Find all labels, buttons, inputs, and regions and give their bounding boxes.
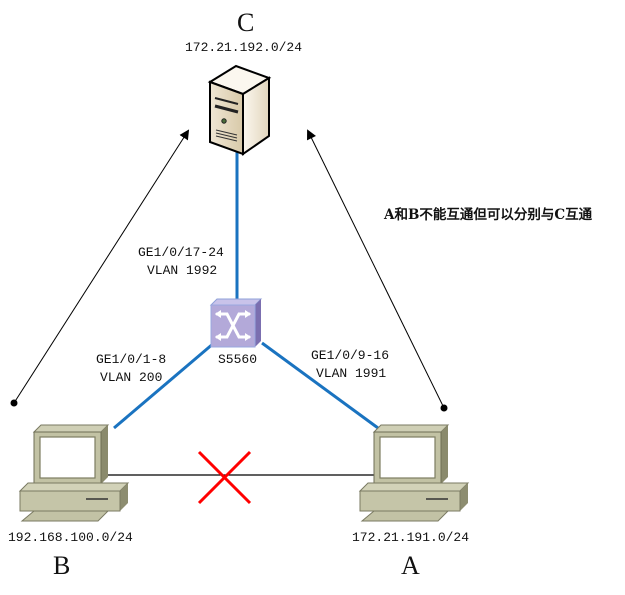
- connectivity-note: A和B不能互通但可以分别与C互通: [384, 207, 593, 223]
- link-a-vlan: VLAN 1991: [316, 366, 387, 381]
- link-server-vlan: VLAN 1992: [147, 263, 218, 278]
- pc-b-subnet: 192.168.100.0/24: [8, 530, 133, 545]
- switch-icon[interactable]: [209, 298, 263, 348]
- server-label: C: [237, 8, 255, 37]
- link-a-ports: GE1/0/9-16: [311, 348, 390, 363]
- computer-icon-b[interactable]: [18, 424, 130, 522]
- link-b-ports: GE1/0/1-8: [96, 352, 167, 367]
- blocked-x-icon: [197, 450, 252, 505]
- link-switch-b: [113, 341, 215, 430]
- link-switch-a: [261, 341, 379, 430]
- pc-a-subnet: 172.21.191.0/24: [352, 530, 470, 545]
- arrow-b-to-c: [10, 129, 190, 407]
- server-subnet: 172.21.192.0/24: [185, 40, 303, 55]
- pc-a-label: A: [401, 551, 420, 580]
- computer-icon-a[interactable]: [358, 424, 470, 522]
- pc-b-label: B: [53, 551, 71, 580]
- link-server-ports: GE1/0/17-24: [138, 245, 224, 260]
- server-icon[interactable]: [207, 64, 272, 156]
- arrow-a-to-c: [307, 129, 448, 412]
- link-b-vlan: VLAN 200: [100, 370, 163, 385]
- switch-label: S5560: [218, 352, 258, 367]
